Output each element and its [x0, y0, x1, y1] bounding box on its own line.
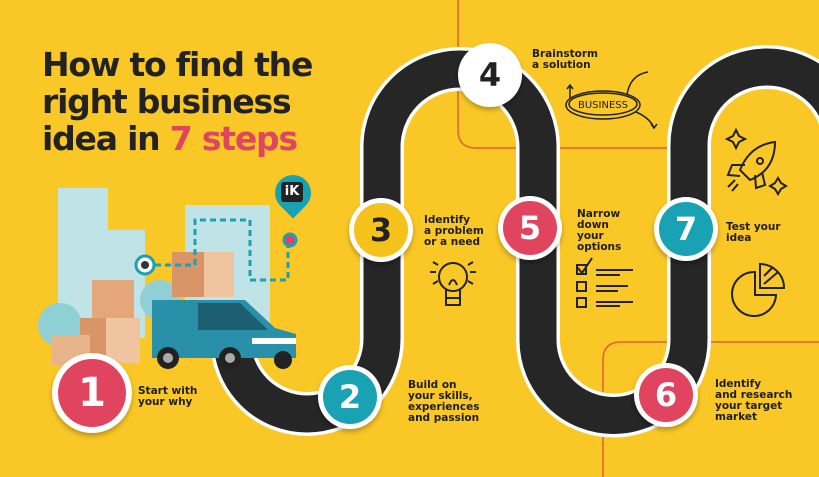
step-6-label: Identify and research your target market — [715, 378, 793, 423]
step-3-number: 3 — [354, 203, 408, 257]
guide-line-top — [457, 0, 672, 149]
step-5-badge: 5 — [498, 196, 562, 260]
step-1-number: 1 — [58, 359, 126, 427]
step-4-number: 4 — [463, 48, 517, 102]
step-1-label: Start with your why — [138, 385, 198, 408]
route-end-marker — [282, 232, 298, 248]
title-line-2: right business — [42, 82, 292, 121]
lightbulb-icon — [430, 261, 476, 306]
title-accent: 7 steps — [169, 119, 298, 158]
rocket-icon — [724, 127, 788, 196]
step-3-label: Identify a problem or a need — [424, 214, 484, 248]
title-line-1: How to find the — [42, 45, 313, 84]
guide-line-bottom — [602, 341, 819, 477]
step-7-badge: 7 — [654, 197, 718, 261]
step-5-number: 5 — [503, 201, 557, 255]
step-7-number: 7 — [659, 202, 713, 256]
step-4-badge: 4 — [458, 43, 522, 107]
brand-pin-logo: iK — [281, 182, 303, 202]
step-6-badge: 6 — [634, 363, 698, 427]
step-2-badge: 2 — [318, 365, 382, 429]
step-5-label: Narrow down your options — [577, 208, 622, 253]
pie-chart-icon — [731, 262, 786, 317]
step-4-label: Brainstorm a solution — [532, 48, 598, 71]
title-line-3: idea in 7 steps — [42, 120, 312, 157]
delivery-van-illustration — [152, 300, 296, 369]
checklist-icon — [576, 257, 633, 308]
business-sketch-icon: BUSINESS — [565, 71, 658, 130]
business-sketch-word: BUSINESS — [578, 100, 628, 111]
step-7-label: Test your idea — [726, 221, 781, 244]
title-line-3-prefix: idea in — [42, 119, 170, 158]
step-1-badge: 1 — [52, 353, 132, 433]
delivery-route-dashed-line — [155, 218, 290, 282]
cardboard-boxes-illustration — [52, 252, 234, 365]
step-6-number: 6 — [639, 368, 693, 422]
page-title: How to find the right business idea in 7… — [42, 45, 313, 157]
step-2-number: 2 — [323, 370, 377, 424]
step-2-label: Build on your skills, experiences and pa… — [408, 379, 480, 424]
step-3-badge: 3 — [349, 198, 413, 262]
